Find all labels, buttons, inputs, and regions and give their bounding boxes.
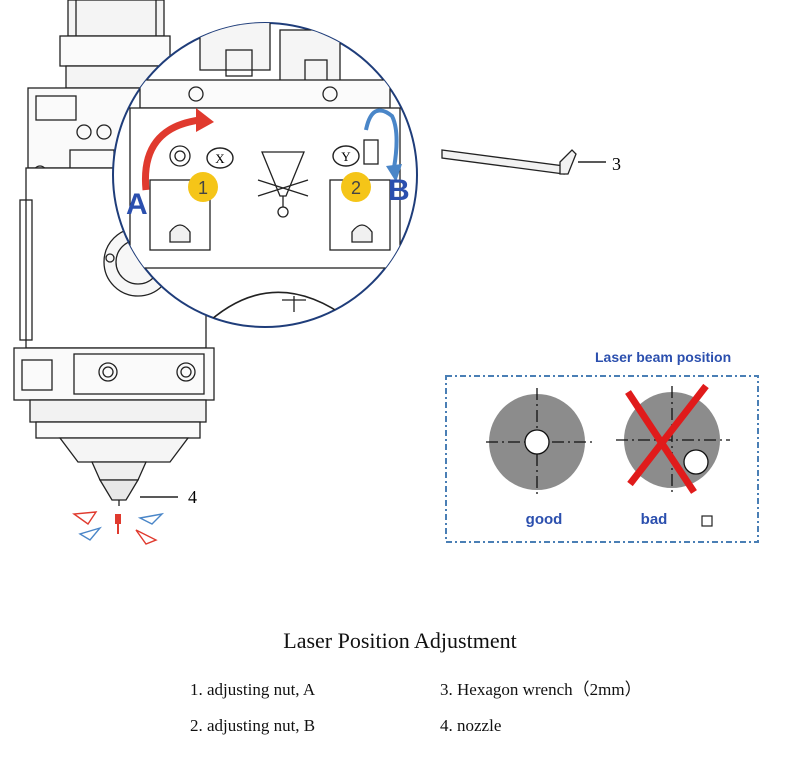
figure-caption: Laser Position Adjustment 1. adjusting n… xyxy=(0,628,800,735)
y-tag: Y xyxy=(332,145,360,167)
rotate-arrow-a xyxy=(141,108,214,191)
badge-2-label: 2 xyxy=(351,178,361,198)
beam-position-panel: Laser beam position good bad xyxy=(445,349,759,543)
part4-label: 4 xyxy=(188,487,197,507)
beam-good-example: good xyxy=(486,388,592,528)
legend-item-2: 2. adjusting nut, B xyxy=(190,716,316,735)
center-axis-glyph xyxy=(257,151,309,218)
x-tag: X xyxy=(206,147,234,169)
beam-bad-example: bad xyxy=(616,383,730,528)
badge-1: 1 xyxy=(188,172,218,202)
hex-wrench xyxy=(441,149,577,175)
beam-good-label: good xyxy=(526,511,563,528)
y-mark-label: Y xyxy=(341,149,351,164)
badge-2: 2 xyxy=(341,172,371,202)
rotate-arrow-b xyxy=(364,108,402,182)
legend-item-1: 1. adjusting nut, A xyxy=(190,680,316,699)
badge-1-label: 1 xyxy=(198,178,208,198)
zoom-detail: X Y 1 2 xyxy=(112,22,418,328)
label-b: B xyxy=(388,174,410,207)
legend-item-4: 4. nozzle xyxy=(440,716,502,735)
small-square-mark xyxy=(701,515,713,527)
legend-item-3: 3. Hexagon wrench（2mm） xyxy=(440,680,642,699)
part4-callout: 4 xyxy=(140,487,197,507)
bad-x-stroke-2 xyxy=(627,383,709,487)
label-a: A xyxy=(126,188,148,221)
caption-title: Laser Position Adjustment xyxy=(283,628,517,653)
part3-label: 3 xyxy=(612,154,621,174)
beam-bad-label: bad xyxy=(641,511,668,528)
x-mark-label: X xyxy=(215,151,225,166)
laser-head-diagram: 4 xyxy=(13,0,759,545)
nozzle-direction-arrows xyxy=(72,511,165,545)
beam-panel-title: Laser beam position xyxy=(595,349,731,365)
